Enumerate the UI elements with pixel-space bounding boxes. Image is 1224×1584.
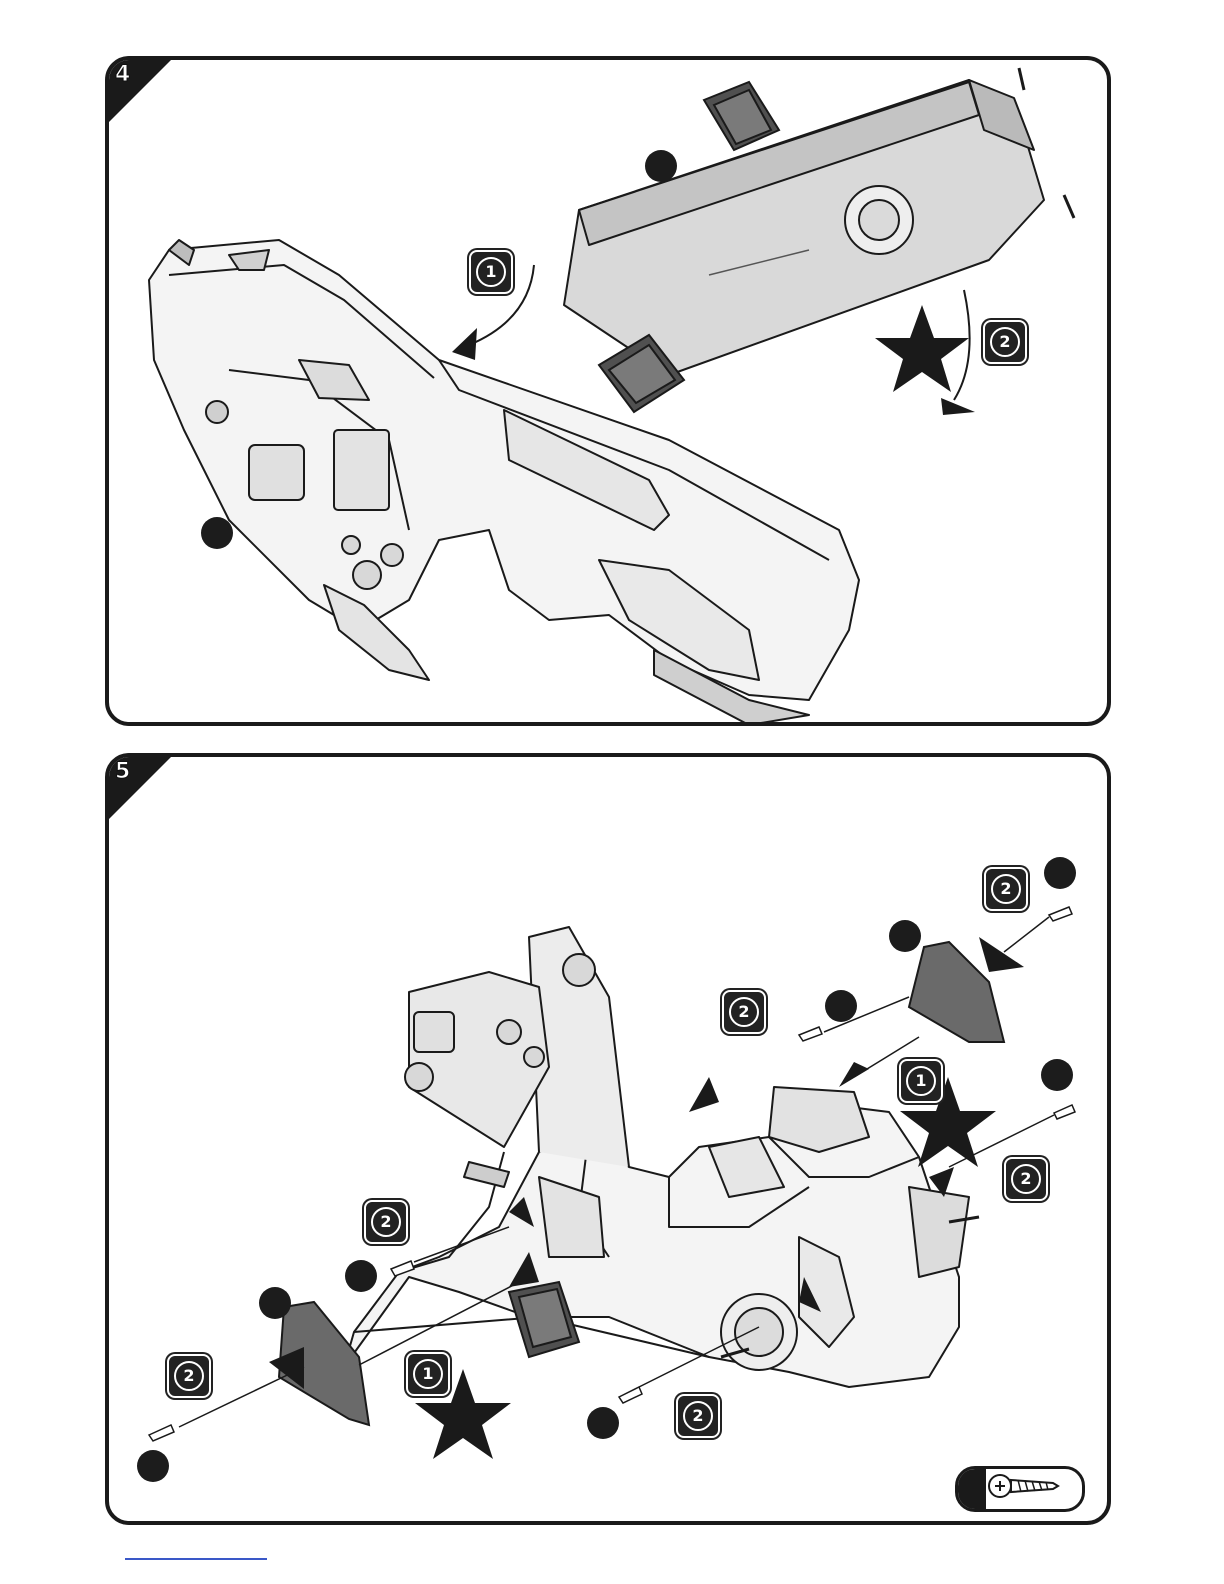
- step-badge-2: 2: [983, 320, 1027, 364]
- callout-dot: [137, 1450, 169, 1482]
- badge-label: 1: [476, 257, 506, 287]
- step-badge-1: 1: [406, 1352, 450, 1396]
- star-icon: [875, 305, 969, 392]
- vehicle-chassis: [344, 927, 969, 1387]
- badge-label: 2: [683, 1401, 713, 1431]
- arrow-icon: [452, 328, 477, 360]
- callout-dot: [587, 1407, 619, 1439]
- badge-label: 2: [174, 1361, 204, 1391]
- callout-dot: [201, 517, 233, 549]
- step-badge-2: 2: [676, 1394, 720, 1438]
- step-badge-2: 2: [364, 1200, 408, 1244]
- pedal-top: [704, 82, 779, 150]
- badge-label: 2: [991, 874, 1021, 904]
- footer-rule: [125, 1558, 267, 1560]
- callout-dot: [1041, 1059, 1073, 1091]
- step-badge-2: 2: [984, 867, 1028, 911]
- badge-label: 2: [1011, 1164, 1041, 1194]
- callout-dot: [645, 150, 677, 182]
- badge-label: 2: [371, 1207, 401, 1237]
- callout-dot: [1044, 857, 1076, 889]
- badge-label: 2: [990, 327, 1020, 357]
- hardware-callout: [955, 1466, 1085, 1512]
- screw-icon: [958, 1469, 1082, 1509]
- step-badge-2: 2: [167, 1354, 211, 1398]
- badge-label: 2: [729, 997, 759, 1027]
- step-badge-1: 1: [899, 1059, 943, 1103]
- step-4-panel: 4: [105, 56, 1111, 726]
- callout-dot: [345, 1260, 377, 1292]
- badge-label: 1: [906, 1066, 936, 1096]
- step-badge-2: 2: [1004, 1157, 1048, 1201]
- wheel-hub: [721, 1294, 797, 1370]
- step-badge-2: 2: [722, 990, 766, 1034]
- arrow-icon: [941, 398, 975, 415]
- callout-dot: [825, 990, 857, 1022]
- step-badge-1: 1: [469, 250, 513, 294]
- step-4-illustration: [109, 60, 1111, 726]
- callout-dot: [889, 920, 921, 952]
- badge-label: 1: [413, 1359, 443, 1389]
- step-5-panel: 5: [105, 753, 1111, 1525]
- callout-dot: [259, 1287, 291, 1319]
